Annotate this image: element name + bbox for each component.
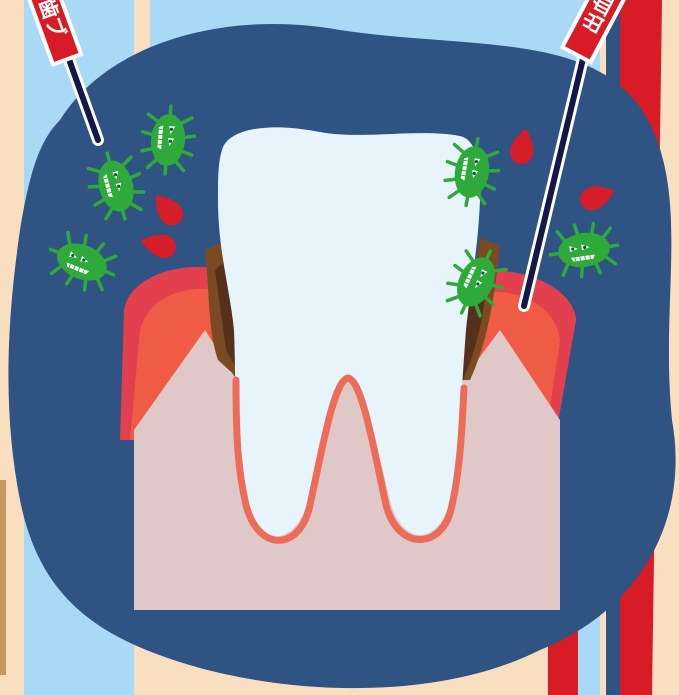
side-panel-edge xyxy=(0,480,6,675)
